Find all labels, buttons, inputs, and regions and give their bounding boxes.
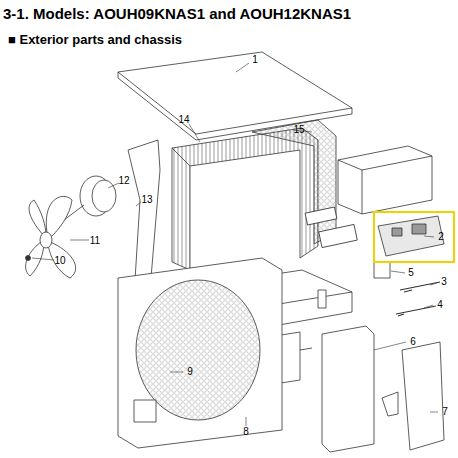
section-heading: ■ Exterior parts and chassis (8, 32, 182, 47)
service-panel (402, 342, 444, 450)
sensor (400, 282, 440, 292)
propeller-fan (26, 196, 76, 278)
callout-number: 10 (54, 256, 65, 266)
leader-lines (32, 63, 438, 426)
callout-number: 7 (442, 407, 448, 417)
callout-number: 1 (252, 55, 258, 65)
callout-number: 2 (438, 232, 444, 242)
sensor (396, 306, 436, 316)
callout-number: 14 (178, 115, 189, 125)
callout-number: 13 (141, 195, 152, 205)
callout-number: 15 (293, 125, 304, 135)
fan-nut (26, 256, 31, 261)
callout-number: 6 (410, 337, 416, 347)
front-panel (118, 258, 282, 448)
callout-number: 9 (187, 367, 193, 377)
callout-number: 5 (408, 268, 414, 278)
callout-number: 8 (243, 427, 249, 437)
callout-number: 11 (90, 236, 100, 246)
page-title: 3-1. Models: AOUH09KNAS1 and AOUH12KNAS1 (3, 5, 351, 22)
callout-number: 3 (441, 277, 447, 287)
side-panel (322, 326, 374, 452)
terminal-block (374, 262, 390, 278)
callout-number: 12 (118, 176, 129, 186)
pcb (378, 216, 444, 256)
callout-number: 4 (437, 300, 443, 310)
control-box (338, 146, 432, 214)
highlight-frame (374, 212, 454, 262)
heat-exchanger (172, 128, 318, 270)
